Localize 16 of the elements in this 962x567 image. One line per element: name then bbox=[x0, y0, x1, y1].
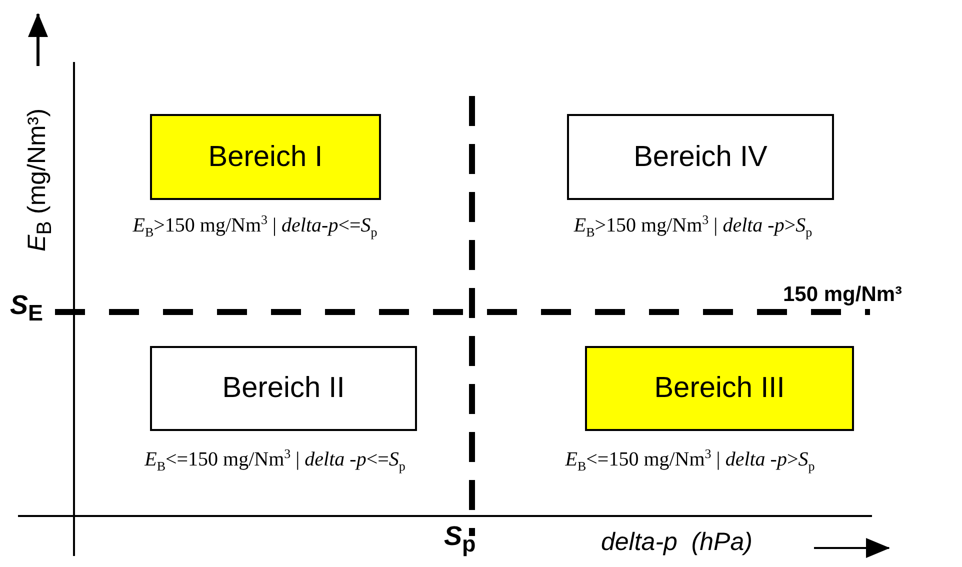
region-label: Bereich III bbox=[654, 372, 785, 405]
region-label: Bereich II bbox=[222, 372, 345, 405]
region-label: Bereich IV bbox=[634, 140, 768, 174]
condition-text: E$_{B}$>150 mg/Nm$^{3}$ | delta-p<=S$_{p}$ bbox=[132, 212, 378, 241]
condition-text: E$_{B}$<=150 mg/Nm$^{3}$ | delta -p>S$_{p}$ bbox=[565, 446, 815, 475]
region-box bbox=[567, 114, 834, 200]
threshold-label: 150 mg/Nm³ bbox=[783, 283, 902, 307]
condition-text: E$_{B}$>150 mg/Nm$^{3}$ | delta -p>S$_{p}$ bbox=[574, 212, 812, 241]
region-label: Bereich I bbox=[208, 140, 323, 174]
region-box bbox=[585, 346, 854, 431]
condition-text: E$_{B}$<=150 mg/Nm$^{3}$ | delta -p<=S$_{p}$ bbox=[144, 446, 406, 475]
region-box bbox=[150, 346, 417, 431]
axis-title: delta-p (hPa) bbox=[601, 528, 752, 557]
threshold-symbol: S$_{E}$ bbox=[10, 290, 44, 326]
region-box bbox=[150, 114, 381, 200]
threshold-symbol: S$_{p}$ bbox=[444, 521, 476, 558]
